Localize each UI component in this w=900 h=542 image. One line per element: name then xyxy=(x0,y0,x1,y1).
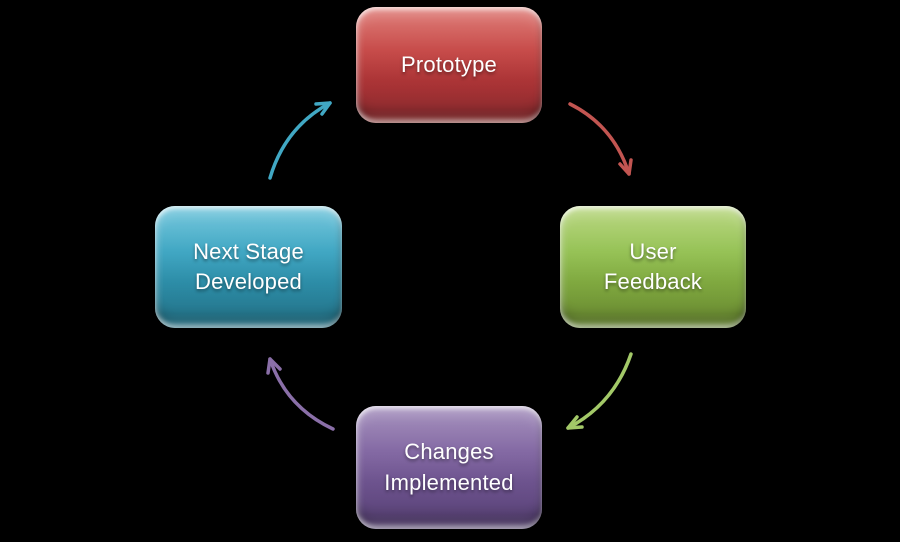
arrow-user-feedback-to-changes-implemented xyxy=(566,352,633,430)
arrow-next-stage-to-prototype xyxy=(268,101,332,180)
node-prototype-label: Prototype xyxy=(401,51,497,77)
arrowhead-icon xyxy=(618,158,633,176)
node-user-feedback: User Feedback xyxy=(560,206,746,328)
node-next-stage-developed-label: Next Stage Developed xyxy=(193,238,304,294)
arrow-changes-implemented-to-next-stage xyxy=(266,357,335,431)
arrow-shaft xyxy=(268,357,335,431)
node-next-stage-developed: Next Stage Developed xyxy=(155,206,342,328)
arrowhead-icon xyxy=(566,415,584,430)
node-prototype: Prototype xyxy=(356,7,542,123)
arrowhead-icon xyxy=(314,101,332,116)
arrowhead-icon xyxy=(266,357,282,375)
arrow-shaft xyxy=(566,352,633,430)
arrow-shaft xyxy=(268,101,332,180)
arrow-shaft xyxy=(568,102,631,176)
node-user-feedback-label: User Feedback xyxy=(603,238,703,294)
node-changes-implemented-label: Changes Implemented xyxy=(384,439,514,495)
node-changes-implemented: Changes Implemented xyxy=(356,406,542,529)
arrow-prototype-to-user-feedback xyxy=(568,102,633,176)
